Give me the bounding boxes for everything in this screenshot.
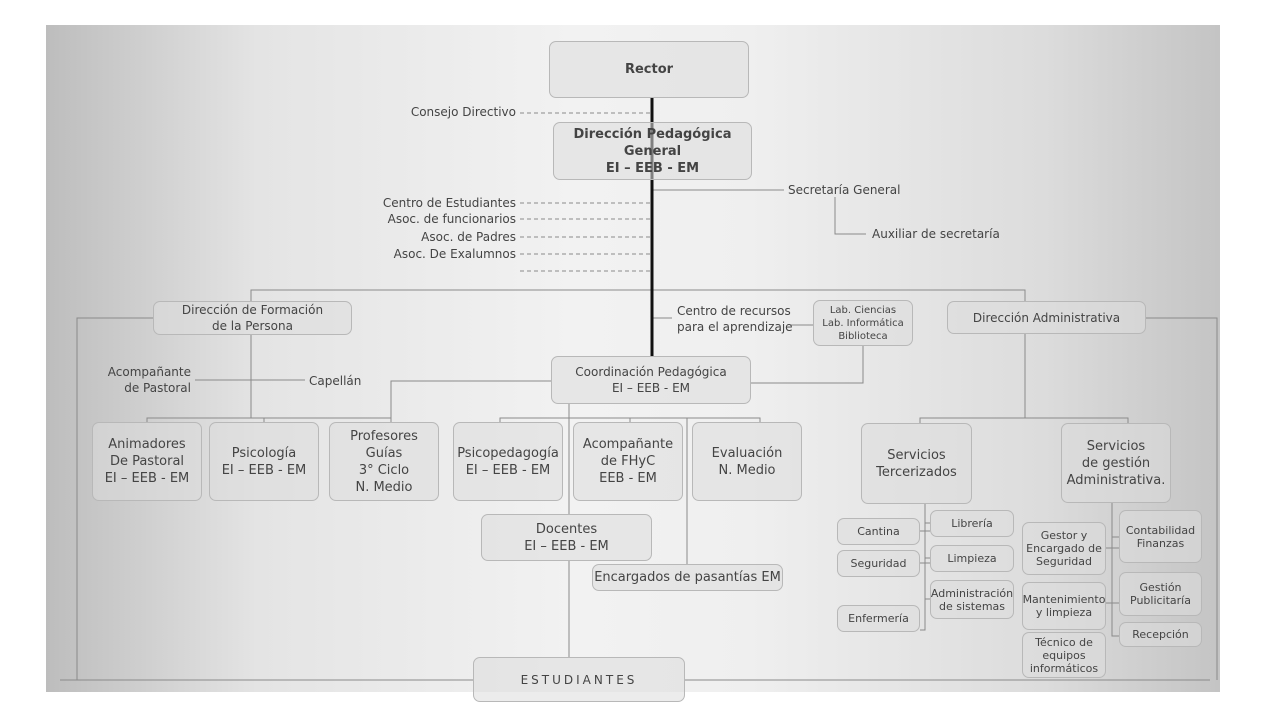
direccion-pedagogica-box: Dirección Pedagógica General EI – EEB - … (553, 122, 752, 180)
limpieza-box: Limpieza (930, 545, 1014, 572)
pasantias-box: Encargados de pasantías EM (592, 564, 783, 591)
docentes-box: Docentes EI – EEB - EM (481, 514, 652, 561)
evaluacion-box: Evaluación N. Medio (692, 422, 802, 501)
estudiantes-box: ESTUDIANTES (473, 657, 685, 702)
laboratorios-box: Lab. Ciencias Lab. Informática Bibliotec… (813, 300, 913, 346)
contabilidad-box: Contabilidad Finanzas (1119, 510, 1202, 563)
acompanante-fhyc-box: Acompañante de FHyC EEB - EM (573, 422, 683, 501)
asociacion-label: Asoc. de funcionarios (387, 212, 516, 226)
recepcion-box: Recepción (1119, 622, 1202, 647)
asociacion-label: Asoc. De Exalumnos (393, 247, 516, 261)
mantenimiento-box: Mantenimiento y limpieza (1022, 582, 1106, 630)
secretaria-general-label: Secretaría General (788, 183, 901, 197)
animadores-pastoral-box: Animadores De Pastoral EI – EEB - EM (92, 422, 202, 501)
capellan-label: Capellán (309, 374, 362, 388)
gestor-seguridad-box: Gestor y Encargado de Seguridad (1022, 522, 1106, 575)
consejo-directivo-label: Consejo Directivo (410, 105, 516, 119)
asociacion-label: Asoc. de Padres (421, 230, 516, 244)
servicios-tercerizados-box: Servicios Tercerizados (861, 423, 972, 504)
acompanante-pastoral-label: Acompañante de Pastoral (107, 365, 191, 395)
libreria-box: Librería (930, 510, 1014, 537)
direccion-formacion-box: Dirección de Formación de la Persona (153, 301, 352, 335)
auxiliar-secretaria-label: Auxiliar de secretaría (872, 227, 1000, 241)
tecnico-equipos-box: Técnico de equipos informáticos (1022, 632, 1106, 678)
profesores-guias-box: Profesores Guías 3° Ciclo N. Medio (329, 422, 439, 501)
administracion-sistemas-box: Administración de sistemas (930, 580, 1014, 619)
psicologia-box: Psicología EI – EEB - EM (209, 422, 319, 501)
direccion-administrativa-box: Dirección Administrativa (947, 301, 1146, 334)
centro-recursos-label: Centro de recursos para el aprendizaje (677, 304, 793, 334)
enfermeria-box: Enfermería (837, 605, 920, 632)
servicios-gestion-box: Servicios de gestión Administrativa. (1061, 423, 1171, 503)
coordinacion-pedagogica-box: Coordinación Pedagógica EI – EEB - EM (551, 356, 751, 404)
rector-box: Rector (549, 41, 749, 98)
psicopedagogia-box: Psicopedagogía EI – EEB - EM (453, 422, 563, 501)
cantina-box: Cantina (837, 518, 920, 545)
gestion-publicitaria-box: Gestión Publicitaría (1119, 572, 1202, 616)
seguridad-box: Seguridad (837, 550, 920, 577)
asociacion-label: Centro de Estudiantes (382, 196, 516, 210)
